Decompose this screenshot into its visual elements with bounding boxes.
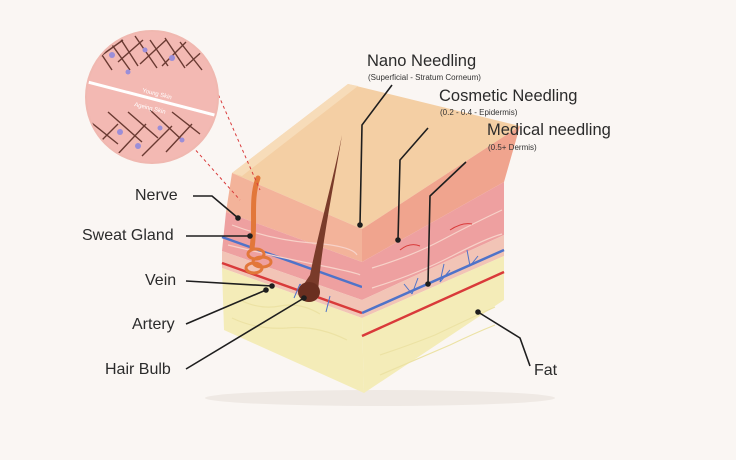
leader-artery (185, 289, 267, 325)
label-artery: Artery (132, 316, 175, 333)
leader-medical (427, 161, 467, 285)
leader-nano (359, 84, 393, 226)
ground-shadow (205, 390, 555, 406)
leader-nerve (193, 195, 239, 219)
label-nano-sub: (Superficial - Stratum Corneum) (368, 73, 481, 82)
label-medical-needling: Medical needling (487, 121, 611, 139)
leader-vein (185, 280, 273, 287)
leader-dots (235, 215, 481, 315)
leader-cosmetic (397, 127, 429, 241)
right-face (293, 126, 520, 393)
label-nano-needling: Nano Needling (367, 52, 477, 70)
nerve-fiber (249, 175, 261, 251)
label-hair-bulb: Hair Bulb (105, 361, 171, 378)
magnified-inset: Young Skin Ageing Skin (85, 30, 261, 201)
label-sweat-gland: Sweat Gland (82, 227, 174, 244)
label-fat: Fat (534, 362, 558, 379)
leader-lines (185, 84, 531, 370)
label-medical-sub: (0.5+ Dermis) (488, 143, 537, 152)
label-vein: Vein (145, 272, 177, 289)
hair-shaft (300, 135, 342, 292)
leader-hair-bulb (185, 297, 305, 370)
label-cosmetic-sub: (0.2 - 0.4 - Epidermis) (440, 108, 518, 117)
sweat-gland-coil (244, 247, 273, 275)
leader-fat (477, 311, 531, 367)
label-cosmetic-needling: Cosmetic Needling (439, 87, 578, 105)
label-nerve: Nerve (135, 187, 178, 204)
